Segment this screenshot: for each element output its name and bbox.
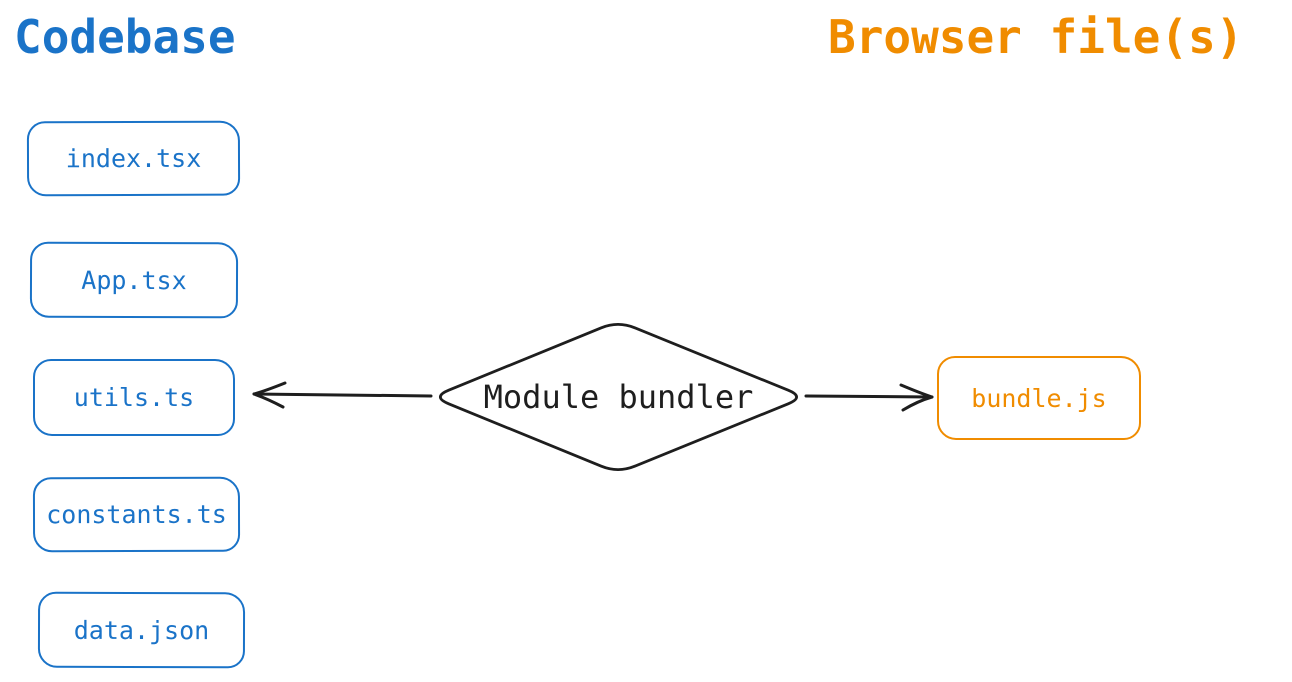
bundler-to-codebase-arrow <box>252 381 433 409</box>
codebase-heading: Codebase <box>14 10 236 64</box>
bundler-diamond-shape <box>439 323 798 471</box>
browser-files-heading: Browser file(s) <box>828 10 1244 64</box>
file-label-utils-ts: utils.ts <box>73 383 195 412</box>
bundler-diamond-label: Module bundler <box>483 378 754 416</box>
bundler-to-browser-arrow <box>804 383 934 412</box>
file-label-bundle-js: bundle.js <box>971 383 1107 413</box>
file-box-utils-ts: utils.ts <box>33 359 235 436</box>
file-box-bundle-js: bundle.js <box>937 356 1141 440</box>
